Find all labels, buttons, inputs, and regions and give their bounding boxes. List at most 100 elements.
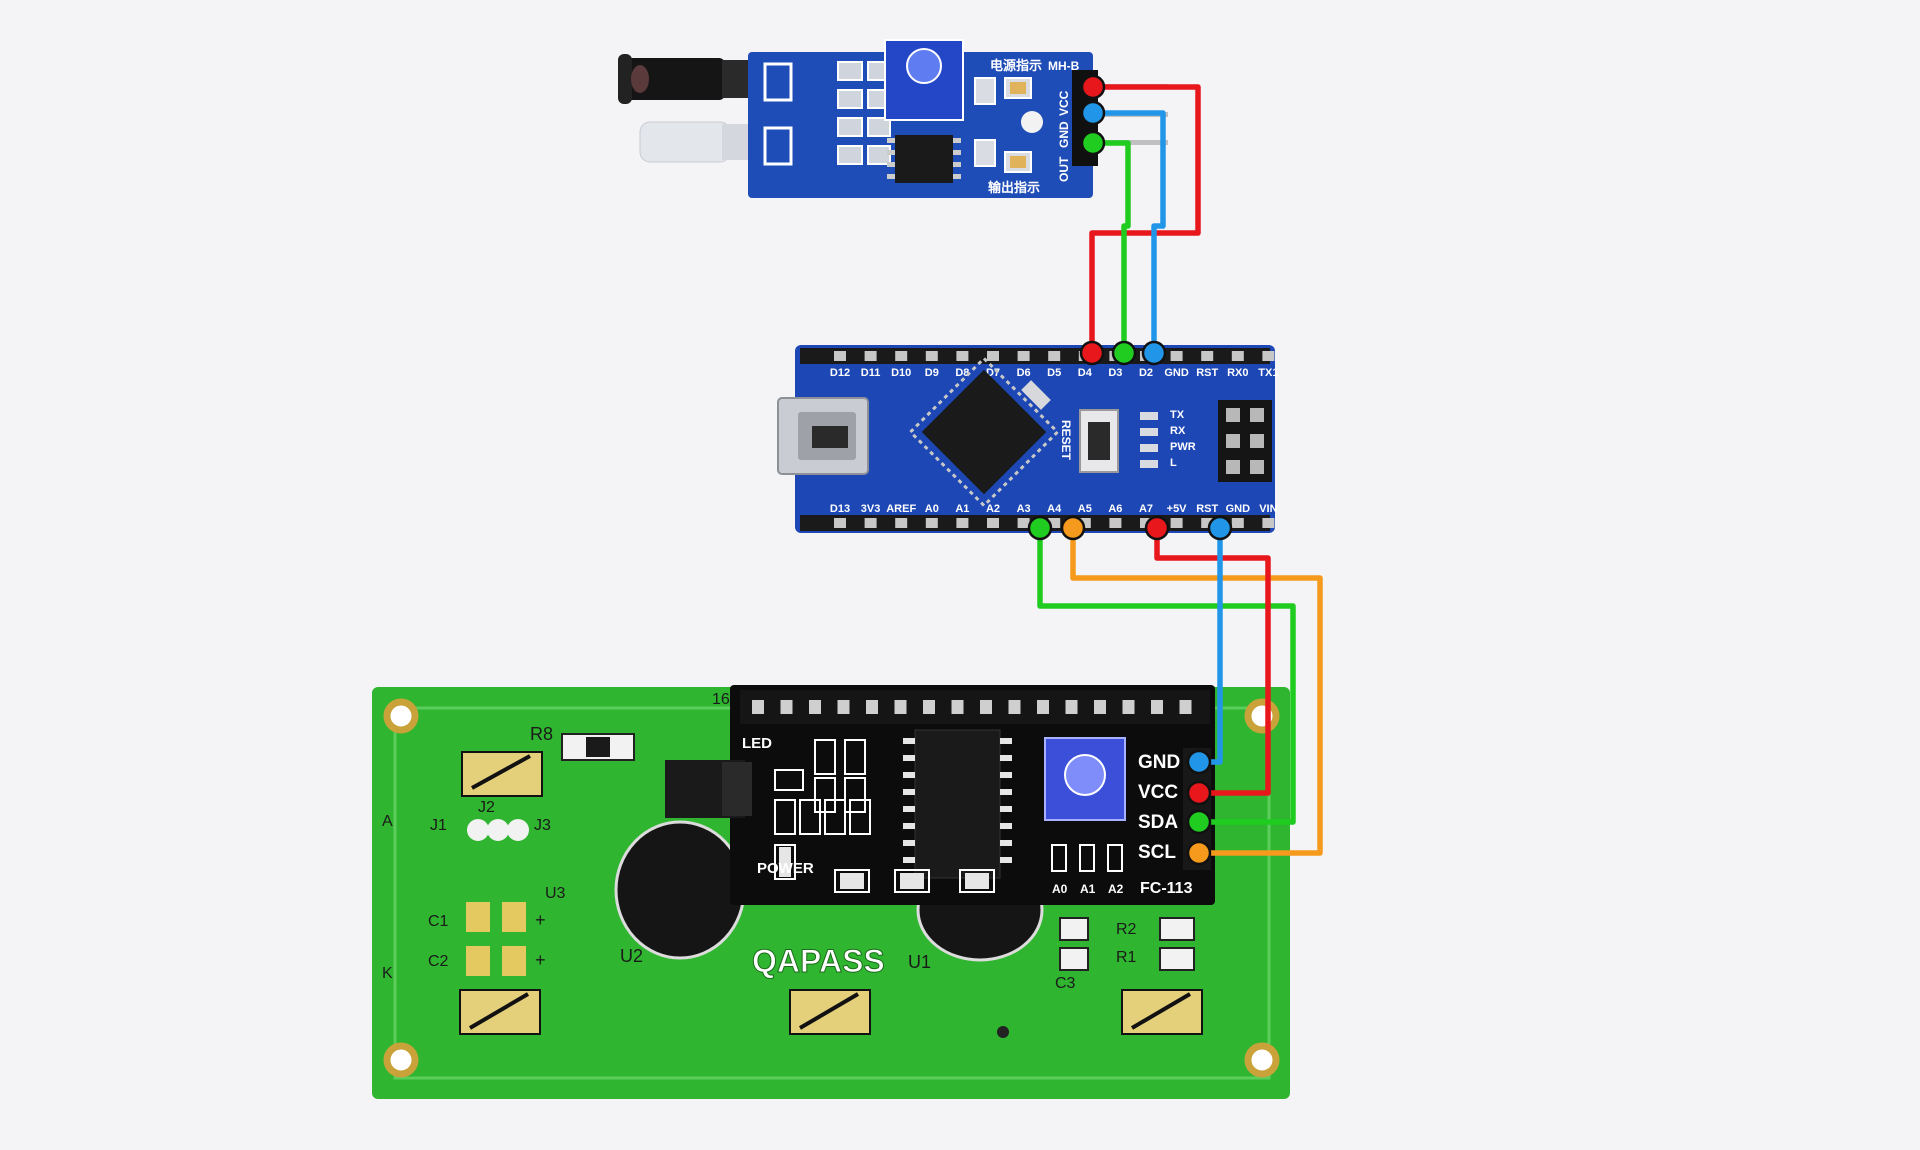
nano-bottom-pin-label: A7 [1139,503,1153,515]
nano-bottom-pin-pad [1231,518,1244,528]
label-c3: C3 [1055,975,1076,992]
nano-led-labels: TX RX PWR L [1170,409,1196,469]
contrast-potentiometer[interactable] [1044,737,1126,821]
nano-top-pin-label: D3 [1108,367,1122,379]
wire-sensor-vcc-to-d3 [1089,84,1201,356]
nano-top-pin-label: D8 [955,367,969,379]
i2c-header-pin [1094,700,1106,714]
i2c-header-pin [980,700,992,714]
i2c-backpack-fc113: LED POWER A0 A1 A2 FC-113 GND VCC SDA SC… [665,685,1215,905]
nano-bottom-pin-pad [987,518,999,528]
nano-bottom-pin-label: A2 [986,503,1000,515]
nano-top-pin-pad [1262,351,1275,361]
nano-bottom-pin-label: AREF [886,503,916,515]
nano-top-pin-pad [834,351,846,361]
nano-bottom-pin-label: A1 [955,503,969,515]
dot-sensor-vcc [1080,74,1106,100]
label-r2: R2 [1116,921,1137,938]
nano-bottom-pin-label: +5V [1167,503,1188,515]
nano-bottom-pin-label: GND [1226,503,1251,515]
comparator-chip [895,135,953,183]
nano-top-pin-label: D2 [1139,367,1153,379]
nano-top-pin-pad [925,351,938,361]
led-label-tx: TX [1170,409,1185,421]
label-c1: C1 [428,913,449,930]
label-r8: R8 [530,724,553,744]
i2c-header-pin [1151,700,1163,714]
i2c-header-pin [1065,700,1078,714]
i2c-header-pin [780,700,793,714]
dot-i2c-vcc [1186,780,1212,806]
nano-bottom-pin-pad [1109,518,1122,528]
nano-top-pads [834,351,1275,361]
i2c-header-pin [1122,700,1135,714]
dot-sensor-out [1080,130,1106,156]
sensor-pin-labels: OUT GND VCC [1057,90,1071,182]
nano-bottom-pin-label: VIN [1259,503,1277,515]
nano-bottom-pin-label: D13 [830,503,850,515]
i2c-pin-gnd: GND [1138,752,1180,773]
nano-top-pin-pad [895,351,908,361]
addr-label-a1: A1 [1080,882,1096,896]
reset-button[interactable] [1079,409,1119,473]
i2c-header-pin [752,700,764,714]
nano-top-pin-label: D11 [861,367,881,379]
reset-label: RESET [1059,420,1073,461]
dot-i2c-sda [1186,809,1212,835]
led-label-pwr: PWR [1170,441,1196,453]
label-r1: R1 [1116,949,1137,966]
i2c-pin-scl: SCL [1138,842,1176,863]
nano-top-pin-pad [1048,351,1061,361]
i2c-pin-labels: GND VCC SDA SCL [1138,752,1180,863]
i2c-pin-sda: SDA [1138,812,1178,833]
nano-top-pin-pad [1017,351,1030,361]
lcd-pin16-label: 16 [712,691,730,708]
label-k: K [382,965,393,982]
wire-sensor-out-to-d2 [1090,140,1131,356]
nano-top-pin-pad [956,351,969,361]
sensor-power-label: 电源指示 [990,58,1042,73]
nano-top-pin-label: RST [1196,367,1218,379]
nano-bottom-pin-label: A3 [1017,503,1031,515]
nano-top-pin-label: D6 [1017,367,1031,379]
sensor-model-label: MH-B [1048,59,1080,73]
dot-nano-gnd-bottom [1207,515,1233,541]
nano-top-pin-pad [864,351,877,361]
led-label-l: L [1170,457,1177,469]
wire-5v-to-vcc [1154,525,1271,796]
nano-top-pin-label: D9 [925,367,939,379]
wire-a5-to-scl [1070,525,1323,856]
lcd-brand-label: QAPASS [752,943,885,979]
i2c-16pin-header [740,690,1210,724]
label-plus1: + [535,910,546,930]
dot-i2c-gnd [1186,749,1212,775]
nano-bottom-pin-pad [925,518,938,528]
nano-top-pin-label: GND [1164,367,1189,379]
backlight-jumper[interactable] [665,760,752,818]
sensor-pin-gnd: GND [1057,121,1071,148]
ir-emitter-led [639,121,752,163]
nano-bottom-pin-pad [1017,518,1030,528]
nano-top-pin-label: D5 [1047,367,1061,379]
nano-top-pin-pad [1201,351,1214,361]
nano-bottom-pin-label: A0 [925,503,939,515]
addr-label-a2: A2 [1108,882,1124,896]
nano-bottom-pin-pad [1078,518,1091,528]
mini-usb-port[interactable] [777,397,869,475]
dot-nano-a4 [1027,515,1053,541]
addr-label-a0: A0 [1052,882,1068,896]
nano-top-pin-pad [987,351,999,361]
nano-bottom-pin-label: A6 [1108,503,1122,515]
nano-top-pin-label: D10 [891,367,911,379]
nano-top-pin-label: RX0 [1227,367,1248,379]
sensor-pin-out: OUT [1057,156,1071,182]
i2c-led-label: LED [742,735,772,752]
label-plus2: + [535,950,546,970]
icsp-header [1218,400,1272,482]
i2c-header-pin [1037,700,1049,714]
i2c-header-pin [1008,700,1021,714]
dot-nano-d3 [1079,340,1105,366]
